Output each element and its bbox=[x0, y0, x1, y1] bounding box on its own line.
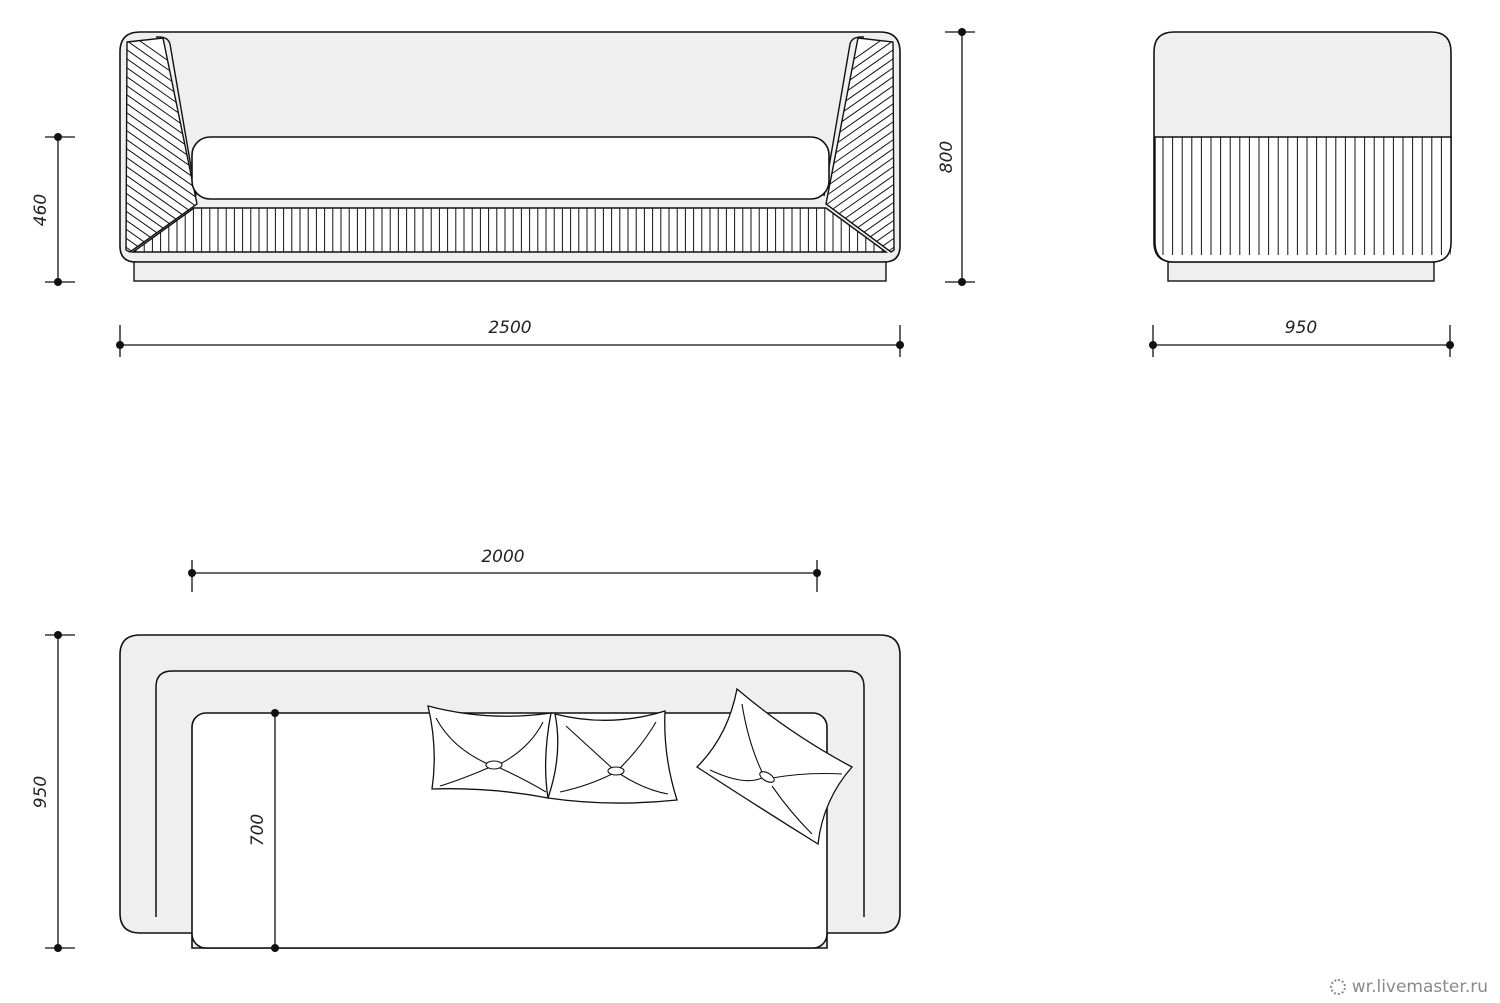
hatch-line bbox=[110, 299, 210, 369]
livemaster-logo-icon bbox=[1329, 979, 1346, 995]
seat-depth-label: 700 bbox=[248, 814, 268, 846]
hatch-line bbox=[826, 235, 894, 252]
dim-total-width: 2500 bbox=[116, 318, 904, 357]
hatch-line bbox=[810, 290, 910, 360]
hatch-line bbox=[126, 145, 197, 217]
side-plinth bbox=[1167, 261, 1435, 282]
pillow-1 bbox=[427, 705, 552, 799]
height-label: 800 bbox=[937, 141, 957, 173]
side-depth-label: 950 bbox=[1285, 318, 1317, 338]
hatch-line bbox=[810, 299, 910, 369]
hatch-line bbox=[110, 317, 210, 387]
hatch-line bbox=[126, 217, 197, 252]
hatch-line bbox=[126, 136, 197, 208]
hatch-line bbox=[110, 290, 210, 360]
front-plinth bbox=[133, 261, 887, 282]
hatch-line bbox=[826, 145, 894, 217]
hatch-line bbox=[126, 235, 197, 252]
hatch-line bbox=[810, 326, 910, 396]
dim-seat-depth: 700 bbox=[248, 709, 279, 952]
dim-seat-height: 460 bbox=[31, 133, 75, 286]
dim-seat-width: 2000 bbox=[188, 547, 821, 592]
hatch-line bbox=[110, 326, 210, 396]
hatch-line bbox=[110, 272, 210, 342]
hatch-line bbox=[810, 317, 910, 387]
top-depth-label: 950 bbox=[31, 776, 51, 808]
hatch-line bbox=[810, 272, 910, 342]
front-view bbox=[110, 31, 910, 396]
hatch-line bbox=[110, 281, 210, 351]
pillow-2 bbox=[547, 710, 678, 804]
front-back-cushion bbox=[191, 136, 830, 200]
pillow-3 bbox=[695, 687, 854, 846]
hatch-line bbox=[110, 308, 210, 378]
top-backrest-line bbox=[155, 670, 865, 917]
hatch-line bbox=[826, 226, 894, 252]
watermark: wr.livemaster.ru bbox=[1329, 977, 1488, 997]
hatch-line bbox=[810, 308, 910, 378]
hatch-line bbox=[810, 281, 910, 351]
front-arm-inner-outline bbox=[155, 36, 865, 197]
dim-side-depth: 950 bbox=[1149, 318, 1454, 357]
watermark-text: wr.livemaster.ru bbox=[1351, 977, 1488, 997]
side-seat-hatch bbox=[1162, 137, 1451, 255]
top-view bbox=[119, 634, 901, 949]
side-seat-panel bbox=[1154, 136, 1452, 263]
seat-height-label: 460 bbox=[31, 194, 51, 226]
dim-total-height: 800 bbox=[937, 28, 975, 286]
hatch-line bbox=[826, 217, 894, 252]
seat-width-label: 2000 bbox=[481, 547, 524, 567]
side-view bbox=[1153, 31, 1452, 282]
width-label: 2500 bbox=[488, 318, 531, 338]
dim-top-depth: 950 bbox=[31, 631, 75, 952]
hatch-line bbox=[126, 226, 197, 252]
front-seat-strip bbox=[130, 207, 889, 253]
